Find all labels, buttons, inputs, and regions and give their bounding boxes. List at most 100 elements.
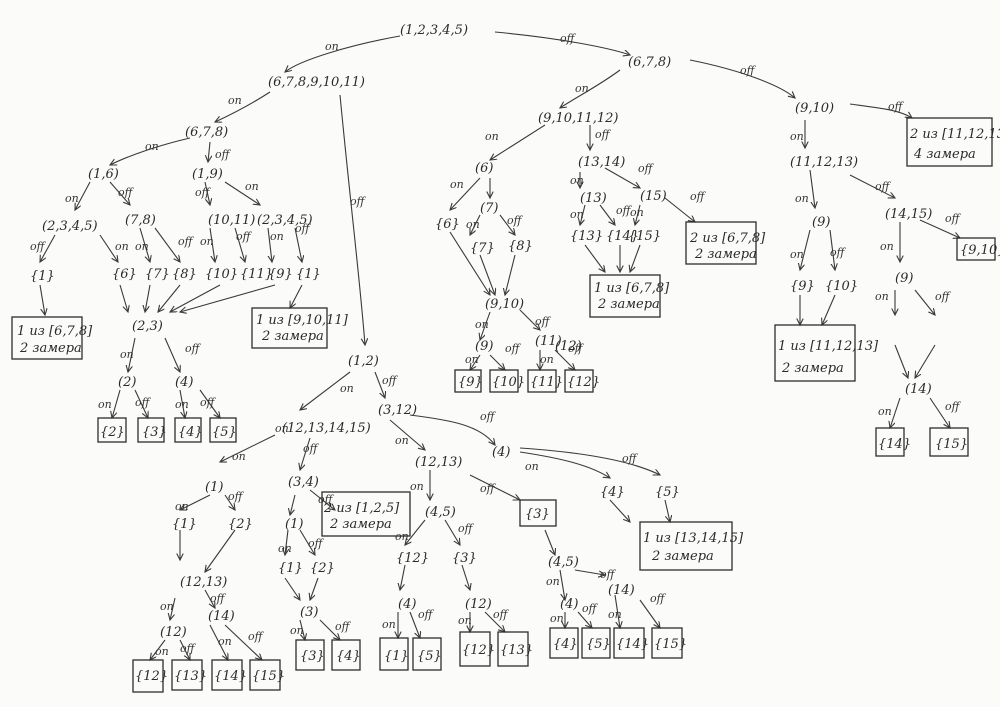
leaf: {8} — [508, 239, 533, 254]
node: (2) — [118, 375, 136, 390]
node: (11,12,13) — [790, 155, 858, 170]
leaf-box — [97, 417, 127, 443]
box-text: 1 из [9,10,11] — [256, 313, 349, 328]
leaf-box — [174, 417, 202, 443]
leaf-box — [454, 369, 482, 393]
box-text: 2 замера — [597, 297, 660, 312]
leaf: {8} — [172, 267, 197, 282]
edge-label-on: on — [155, 645, 169, 658]
result-box — [11, 316, 83, 360]
leaf: {2} — [310, 561, 335, 576]
edge-label-off: off — [200, 396, 217, 409]
node: (6,7,8,9,10,11) — [268, 75, 365, 90]
leaf-box — [519, 499, 557, 527]
edge-label-off: off — [215, 148, 232, 161]
node: (10,11) — [208, 213, 255, 228]
edge-label-off: off — [135, 396, 152, 409]
node: (9,10) — [485, 297, 524, 312]
node: (12,13,14,15) — [282, 421, 371, 436]
leaf-box — [929, 427, 969, 457]
leaf: {7} — [145, 267, 170, 282]
edge-label-off: off — [195, 186, 212, 199]
edge-label-off: off — [568, 342, 585, 355]
node: (7,8) — [125, 213, 156, 228]
node: (14) — [905, 382, 932, 397]
leaf: {2} — [228, 517, 253, 532]
leaf-box — [564, 369, 594, 393]
box-text: 2 замера — [781, 361, 844, 376]
leaf-box — [412, 637, 442, 671]
leaf: {4} — [553, 637, 578, 652]
leaf: {5} — [417, 649, 442, 664]
edge-label-off: off — [595, 128, 612, 141]
leaf: {9} — [790, 279, 815, 294]
edge-label-on: on — [65, 192, 79, 205]
edge-label-on: on — [160, 600, 174, 613]
box-text: 2 замера — [261, 329, 324, 344]
edge-label-off: off — [382, 374, 399, 387]
leaf: {5} — [655, 485, 680, 500]
edge-label-on: on — [382, 618, 396, 631]
node: (6) — [475, 161, 493, 176]
box-text: 1 из [6,7,8] — [594, 281, 670, 296]
edge-label-on: on — [570, 174, 584, 187]
node: (6,7,8) — [185, 125, 228, 140]
leaf: {14} — [878, 437, 911, 452]
node: (12) — [160, 625, 187, 640]
node: (1) — [205, 480, 223, 495]
leaf: {13} — [174, 669, 207, 684]
edge-label-on: on — [275, 422, 289, 435]
edge-label-on: on — [458, 614, 472, 627]
leaf: {3} — [300, 649, 325, 664]
node: (1) — [285, 517, 303, 532]
leaf-box — [875, 427, 905, 457]
edge-label-off: off — [185, 342, 202, 355]
box-text: 2 замера — [694, 247, 757, 262]
leaf: {13} — [500, 643, 533, 658]
edge-label-on: on — [570, 208, 584, 221]
edge-label-off: off — [650, 592, 667, 605]
leaf: {15} — [252, 669, 285, 684]
leaf: {11} — [530, 375, 563, 390]
node: (4,5) — [548, 555, 579, 570]
edge-label-on: on — [98, 398, 112, 411]
leaf-box — [379, 637, 409, 671]
edge-label-off: off — [295, 222, 312, 235]
leaf: {1} — [278, 561, 303, 576]
edge-label-on: on — [410, 480, 424, 493]
leaf-box — [249, 659, 281, 691]
result-box — [685, 221, 757, 265]
node: (2,3,4,5) — [257, 213, 313, 228]
edge-label-off: off — [888, 100, 905, 113]
box-text: 4 замера — [913, 147, 976, 162]
leaf: {14} — [616, 637, 649, 652]
leaf: {6} — [435, 217, 460, 232]
node: (12) — [555, 339, 582, 354]
edge-label-off: off — [535, 315, 552, 328]
leaf: {1} — [172, 517, 197, 532]
edge-label-off: off — [118, 186, 135, 199]
edge-label-off: off — [236, 230, 253, 243]
leaf: {5} — [586, 637, 611, 652]
edge-labels: on off off off on on off on off on off o… — [30, 32, 962, 658]
box-text: 2 из [11,12,13,14,15] — [909, 127, 1000, 142]
leaf: {1} — [296, 267, 321, 282]
leaf: {9,10} — [960, 243, 1000, 258]
edge-label-on: on — [546, 575, 560, 588]
node: (11) — [535, 334, 562, 349]
leaf: {15} — [654, 637, 687, 652]
leaf: {10} — [492, 375, 525, 390]
edge-label-on: on — [228, 94, 242, 107]
edge-label-off: off — [308, 537, 325, 550]
leaf: {15} — [935, 437, 968, 452]
leaf-box — [651, 627, 683, 659]
leaf: {12} — [135, 669, 168, 684]
leaf-box — [171, 659, 203, 691]
result-box — [639, 521, 733, 571]
leaf-box — [581, 627, 611, 659]
leaf: {2} — [100, 425, 125, 440]
leaf: {10} — [205, 267, 238, 282]
box-text: 1 из [6,7,8] — [17, 324, 93, 339]
node: (9) — [475, 339, 493, 354]
leaf: {4} — [336, 649, 361, 664]
